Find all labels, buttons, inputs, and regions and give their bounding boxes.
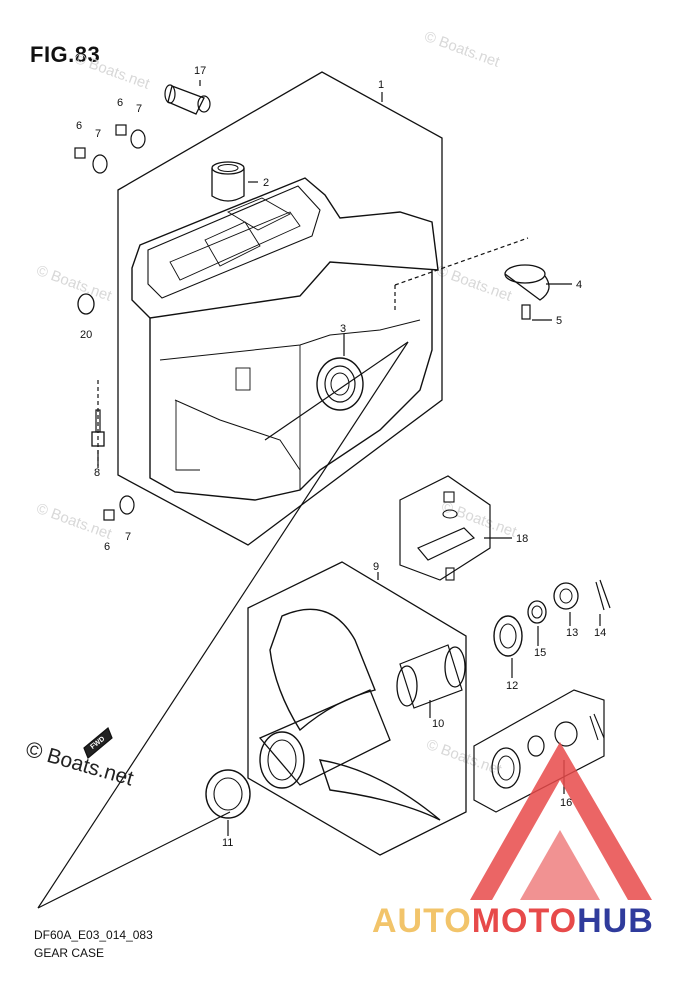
propeller-blade <box>318 759 441 821</box>
part-11 <box>205 769 251 819</box>
callout-16: 16 <box>560 797 572 809</box>
callout-18: 18 <box>516 533 528 545</box>
callout-5: 5 <box>556 315 562 327</box>
figure-name: GEAR CASE <box>34 946 105 960</box>
figure-title: FIG.83 <box>30 42 101 67</box>
callout-6: 6 <box>117 97 123 109</box>
propeller-blade <box>269 608 376 732</box>
callout-8: 8 <box>94 467 100 479</box>
callout-6: 6 <box>76 120 82 132</box>
frame-16 <box>473 689 605 813</box>
part-17 <box>167 85 205 115</box>
callout-10: 10 <box>432 718 444 730</box>
anode-4 <box>504 264 546 284</box>
nut-13 <box>553 582 579 610</box>
bushing-10 <box>399 644 463 709</box>
part-12 <box>493 615 523 657</box>
bolt-8 <box>95 409 101 433</box>
leader-line <box>37 341 409 909</box>
pin-14 <box>595 579 611 611</box>
washer-7 <box>92 154 108 174</box>
logo-part-hub: HUB <box>577 902 654 940</box>
callout-6: 6 <box>104 541 110 553</box>
callout-9: 9 <box>373 561 379 573</box>
callout-11: 11 <box>222 837 233 849</box>
callout-12: 12 <box>506 680 518 692</box>
washer-7 <box>119 495 135 515</box>
gear-case-body <box>149 270 433 501</box>
gear-case-top-plate <box>131 177 439 319</box>
callout-4: 4 <box>576 279 582 291</box>
callout-13: 13 <box>566 627 578 639</box>
washer-15 <box>527 600 547 624</box>
logo-part-auto: AUTO <box>372 902 472 940</box>
washer-7 <box>130 129 146 149</box>
fwd-arrow-icon <box>83 727 113 759</box>
frame-18 <box>399 475 491 581</box>
propeller-frame-9 <box>247 561 467 856</box>
callout-15: 15 <box>534 647 546 659</box>
bushing-2 <box>211 168 245 202</box>
propeller-hub <box>259 731 305 789</box>
logo-part-moto: MOTO <box>471 902 578 940</box>
callout-7: 7 <box>136 103 142 115</box>
callout-14: 14 <box>594 627 606 639</box>
callout-7: 7 <box>125 531 131 543</box>
part-20 <box>77 293 95 315</box>
leader-line <box>37 811 231 909</box>
callout-7: 7 <box>95 128 101 140</box>
autohub-logo-text: AUTOMOTOHUB <box>372 902 654 941</box>
leader-line <box>264 341 409 441</box>
callout-2: 2 <box>263 177 269 189</box>
callout-3: 3 <box>340 323 346 335</box>
callout-17: 17 <box>194 65 206 77</box>
callout-1: 1 <box>378 79 384 91</box>
callout-20: 20 <box>80 329 92 341</box>
bolt-5 <box>521 304 531 320</box>
bearing-3 <box>316 357 364 411</box>
autohub-logo-mark <box>470 742 652 900</box>
figure-code: DF60A_E03_014_083 <box>34 928 153 942</box>
gear-case-frame <box>117 71 443 546</box>
